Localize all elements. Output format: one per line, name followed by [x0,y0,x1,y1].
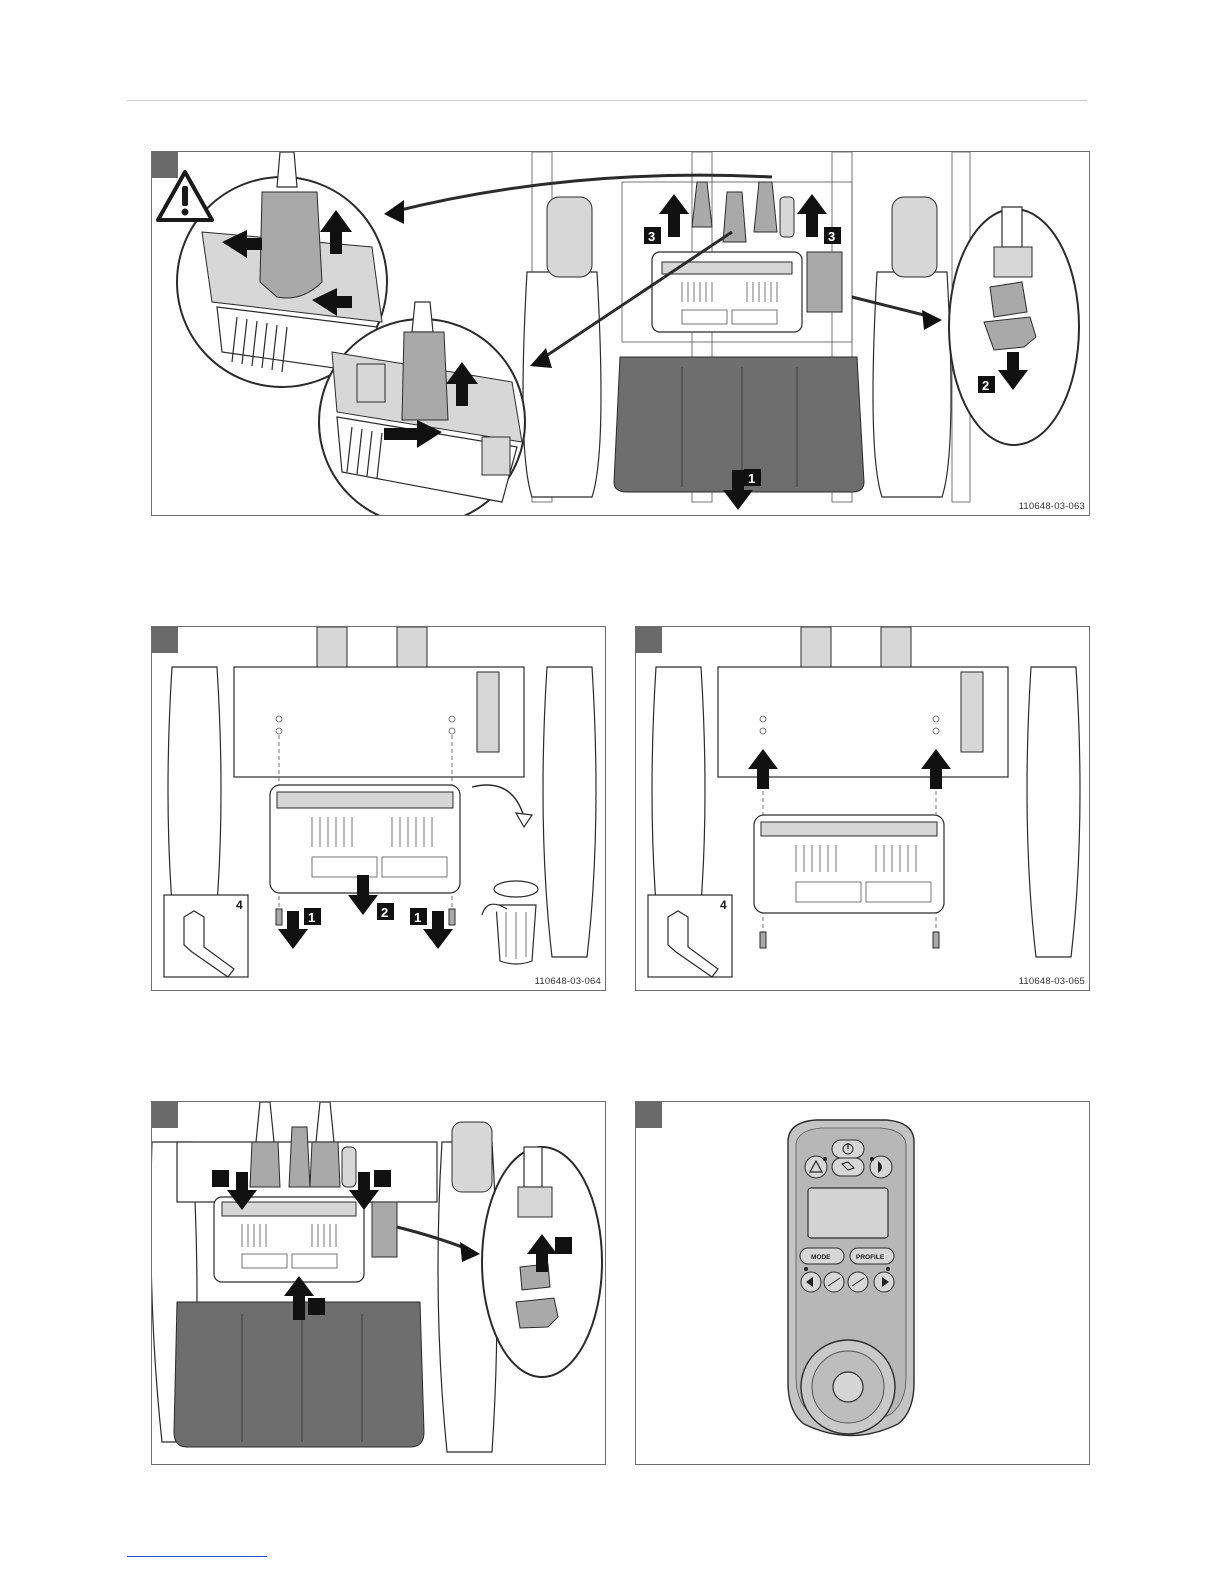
figure-remove-controller: 1 2 1 4 110648-03-064 [151,626,606,991]
profile-button-label: PROFILE [856,1254,885,1261]
illustration-disconnect: 3 3 1 [152,152,1089,515]
callout-arrowhead-top [384,200,404,224]
screw-left [760,932,766,948]
step-badge-blank [555,1237,572,1254]
illustration-remove-controller: 1 2 1 4 [152,627,605,990]
status-led [804,1267,808,1271]
battery-cover [174,1302,424,1447]
zoom-circle-right [949,207,1079,445]
illustration-reconnect [152,1102,605,1464]
display-screen [808,1188,888,1238]
controller-box [652,252,802,332]
step-label-2: 2 [381,905,388,920]
joystick-icon[interactable] [833,1372,863,1402]
step-label-3-left: 3 [648,229,655,244]
curved-arrow-to-bin [472,785,524,817]
step-label-1: 1 [748,471,755,486]
arrow-up-right [797,194,827,237]
figure-fit-controller: 4 110648-03-065 [635,626,1090,991]
header-rule [127,100,1087,101]
screw-right [933,932,939,948]
figure-reconnect-cables [151,1101,606,1465]
controller-box [214,1197,397,1282]
image-code: 110648-03-064 [535,976,601,987]
illustration-control-panel: MODE PROFILE [636,1102,1089,1464]
footer-link-underline [127,1556,267,1557]
mode-button-label: MODE [811,1254,831,1261]
step-badge-blank [308,1298,325,1315]
arrow-up-left [659,194,689,237]
screw-left [276,909,282,925]
step-label-1-right: 1 [414,910,421,925]
status-led [886,1267,890,1271]
step-label-2: 2 [982,378,989,393]
controller-box [754,815,944,913]
warning-icon [158,172,212,220]
illustration-fit-controller: 4 [636,627,1089,990]
hex-key-size: 4 [720,898,727,912]
step-label-3-right: 3 [828,229,835,244]
step-label-1-left: 1 [308,910,315,925]
figure-control-panel: MODE PROFILE [635,1101,1090,1465]
image-code: 110648-03-063 [1019,501,1085,512]
status-led [870,1157,874,1161]
image-code: 110648-03-065 [1019,976,1085,987]
status-led [823,1157,827,1161]
step-badge-blank [212,1170,229,1187]
curved-arrowhead [516,813,532,827]
screw-right [449,909,455,925]
horn-button[interactable] [832,1158,864,1176]
zoom-circle-connector [482,1147,602,1377]
step-badge-blank [374,1170,391,1187]
figure-disconnect-cables: 3 3 1 [151,151,1090,516]
hex-key-size: 4 [236,898,243,912]
waste-bin-icon [482,881,538,964]
